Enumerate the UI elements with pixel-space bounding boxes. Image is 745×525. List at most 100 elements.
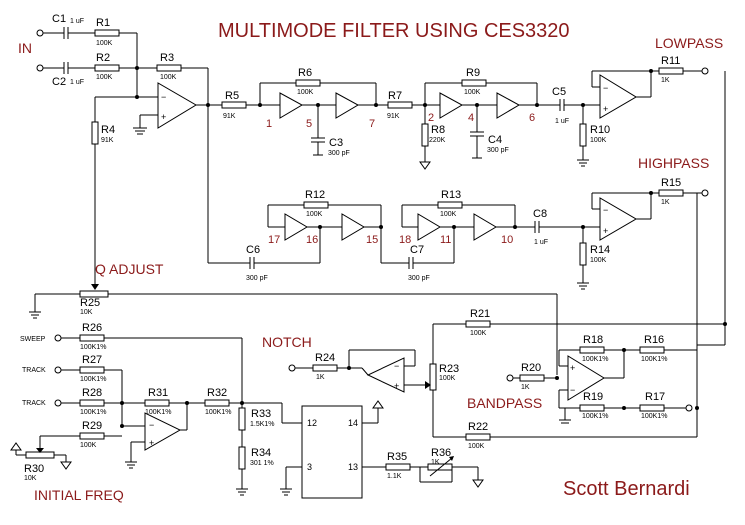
track-terminal-1 [54,366,62,374]
r21-ref: R21 [470,308,490,320]
highpass-terminal [701,189,709,197]
svg-text:−: − [149,420,154,430]
r34-resistor [238,446,246,470]
r9-ref: R9 [466,67,480,79]
sweep-terminal [54,334,62,342]
r29-resistor [79,432,105,440]
bandpass-terminal [685,404,693,412]
r35-value: 1.1K [387,473,402,480]
r17-resistor [639,404,665,412]
svg-text:−: − [161,92,166,102]
r29-ref: R29 [82,420,102,432]
r29-value: 100K [80,442,97,449]
svg-text:−: − [394,361,399,371]
lowpass-terminal [701,67,709,75]
r19-resistor [579,404,605,412]
svg-text:+: + [149,438,154,448]
r13-resistor [437,201,463,209]
r1-value: 100K [96,40,113,47]
buffer-4 [473,213,497,241]
c7-value: 300 pF [408,275,430,282]
ic-pin-14: 14 [348,418,358,428]
r17-ref: R17 [645,391,665,403]
r31-resistor [144,399,170,407]
track-terminal-2 [54,399,62,407]
svg-text:+: + [394,381,399,391]
r24-ref: R24 [315,352,335,364]
r35-ref: R35 [387,451,407,463]
r22-resistor [465,433,491,441]
r4-ref: R4 [101,124,115,136]
notch-opamp [366,357,405,393]
r16-value: 100K1% [641,356,667,363]
r21-resistor [465,320,491,328]
r18-value: 100K1% [582,356,608,363]
pin-11: 11 [440,234,451,246]
c8-value: 1 uF [534,239,548,246]
r15-ref: R15 [661,177,681,189]
c3-value: 300 pF [328,150,350,157]
c7-ref: C7 [410,244,424,256]
svg-text:−: − [570,385,575,395]
svg-text:+: + [603,104,608,114]
r24-resistor [312,364,338,372]
svg-text:−: − [603,205,608,215]
pin-18: 18 [399,234,411,246]
ic-pin-12: 12 [307,418,317,428]
r2-ref: R2 [96,52,110,64]
c2-ref: C2 [52,76,66,88]
c5-value: 1 uF [555,118,569,125]
c1-value: 1 uF [70,18,84,25]
r16-resistor [639,346,665,354]
r9-resistor [461,79,487,87]
r7-ref: R7 [388,90,402,102]
c3-ref: C3 [329,137,343,149]
sweep-label: SWEEP [20,336,46,343]
in-terminal-2 [36,64,44,72]
r21-value: 100K [470,330,487,337]
track-label-1: TRACK [22,367,46,374]
r10-value: 100K [590,137,607,144]
r11-resistor [658,67,684,75]
pin-15: 15 [366,234,378,246]
r17-value: 100K1% [641,413,667,420]
r8-ref: R8 [431,124,445,136]
r19-ref: R19 [583,391,603,403]
r14-resistor [579,242,587,266]
highpass-label: HIGHPASS [638,155,709,171]
r28-resistor [79,399,105,407]
r14-value: 100K [590,257,607,264]
r16-ref: R16 [644,334,664,346]
r25-value: 10K [80,309,93,316]
c1-ref: C1 [52,13,66,25]
r26-value: 100K1% [80,344,106,351]
r5-ref: R5 [225,90,239,102]
r13-value: 100K [440,211,457,218]
r7-resistor [387,101,413,109]
r33-value: 1.5K1% [250,421,275,428]
r26-resistor [79,334,105,342]
r26-ref: R26 [82,322,102,334]
r30-value: 10K [24,475,37,482]
r18-resistor [579,346,605,354]
r20-ref: R20 [521,362,541,374]
r28-ref: R28 [82,387,102,399]
r13-ref: R13 [441,189,461,201]
svg-text:+: + [603,226,608,236]
bandpass-opamp [567,355,605,401]
r27-ref: R27 [82,354,102,366]
r8-value: 220K [429,137,446,144]
r22-ref: R22 [468,421,488,433]
pin-17: 17 [268,234,280,246]
pin-2: 2 [428,112,434,124]
r20-resistor [519,374,545,382]
ota-4 [417,213,441,241]
lowpass-label: LOWPASS [655,35,723,51]
r10-resistor [579,123,587,147]
r15-resistor [658,189,684,197]
r10-ref: R10 [590,124,610,136]
r11-ref: R11 [661,55,680,67]
ic-pin-3: 3 [307,462,312,472]
r3-value: 100K [160,74,177,81]
r11-value: 1K [661,77,670,84]
